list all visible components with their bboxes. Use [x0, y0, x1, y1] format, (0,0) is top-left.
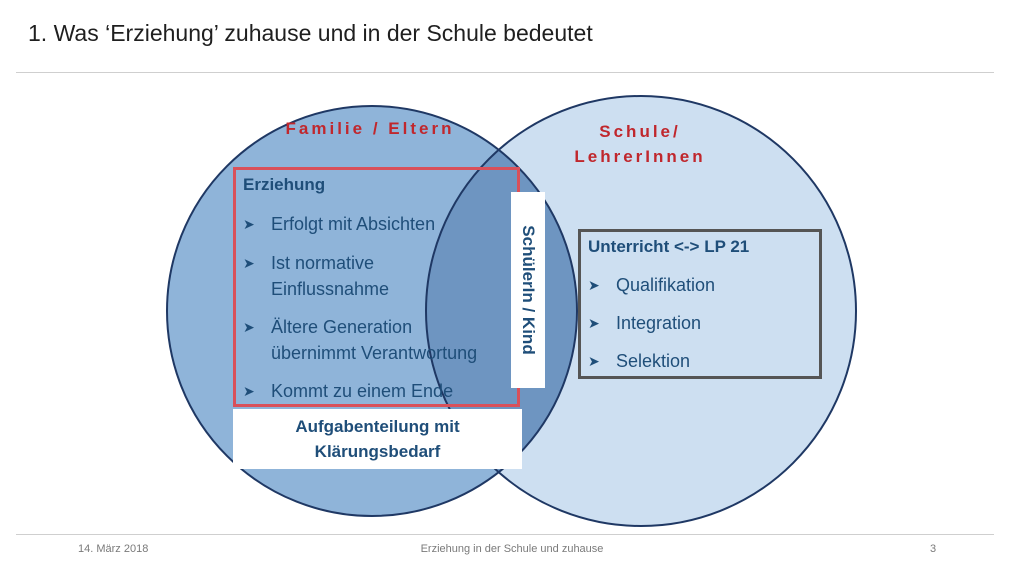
list-item-text: Ältere Generation — [271, 317, 413, 337]
unterricht-box — [578, 229, 822, 379]
list-item-text: Qualifikation — [616, 275, 716, 295]
list-item-text: Ist normative — [271, 253, 375, 273]
footer-divider — [16, 534, 994, 535]
erziehung-box-title: Erziehung — [243, 175, 326, 194]
schule-label-line1: Schule/ — [599, 122, 681, 141]
schule-label-line2: LehrerInnen — [574, 147, 706, 166]
schule-lehrerinnen-label: Schule/ LehrerInnen — [555, 119, 725, 169]
footer-date: 14. März 2018 — [78, 543, 149, 555]
aufgabenteilung-box: Aufgabenteilung mit Klärungsbedarf — [233, 409, 522, 469]
arrow-bullet-icon: ➤ — [243, 216, 255, 232]
left-circle-outline — [166, 105, 578, 517]
list-item-text: Integration — [616, 313, 702, 333]
aufgabenteilung-line2: Klärungsbedarf — [314, 442, 441, 461]
list-item-text: Selektion — [616, 351, 691, 371]
list-item-text: Kommt zu einem Ende — [271, 381, 454, 401]
schuelerin-kind-label-box: SchülerIn / Kind — [511, 192, 545, 388]
familie-eltern-label: Familie / Eltern — [285, 119, 455, 138]
list-item-text: Einflussnahme — [271, 279, 390, 299]
arrow-bullet-icon: ➤ — [243, 383, 255, 399]
list-item-text: Erfolgt mit Absichten — [271, 214, 436, 234]
page-number: 3 — [930, 543, 937, 555]
aufgabenteilung-line1: Aufgabenteilung mit — [295, 417, 460, 436]
arrow-bullet-icon: ➤ — [243, 319, 255, 335]
right-circle-outline — [425, 95, 857, 527]
arrow-bullet-icon: ➤ — [588, 315, 600, 331]
arrow-bullet-icon: ➤ — [588, 277, 600, 293]
page-title: 1. Was ‘Erziehung’ zuhause und in der Sc… — [28, 20, 593, 46]
arrow-bullet-icon: ➤ — [588, 353, 600, 369]
list-item-text: übernimmt Verantwortung — [271, 343, 478, 363]
footer-title: Erziehung in der Schule und zuhause — [420, 543, 604, 555]
unterricht-box-title: Unterricht <-> LP 21 — [588, 237, 750, 256]
arrow-bullet-icon: ➤ — [243, 255, 255, 271]
schuelerin-kind-label: SchülerIn / Kind — [519, 225, 538, 355]
title-divider — [16, 72, 994, 73]
